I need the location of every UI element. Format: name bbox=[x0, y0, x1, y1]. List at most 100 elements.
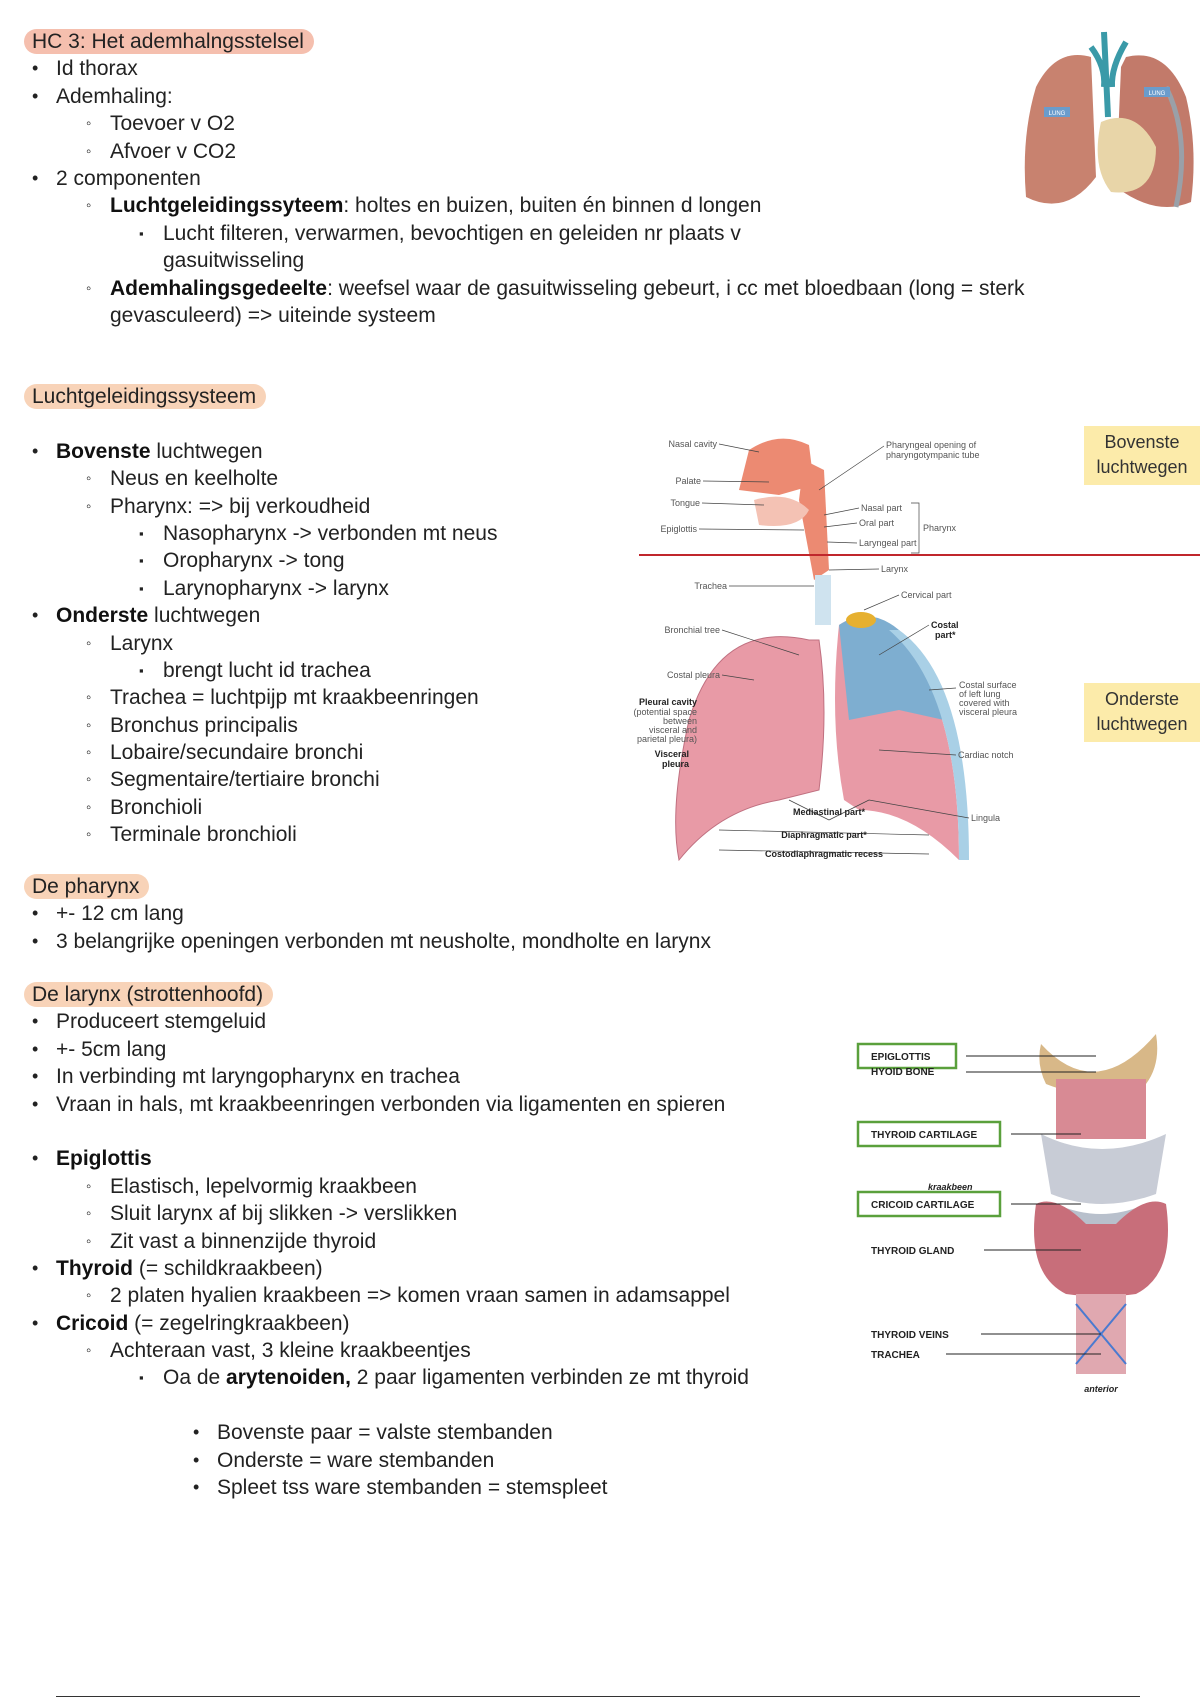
list-item: •Thyroid (= schildkraakbeen) bbox=[32, 1256, 323, 1280]
page-title: HC 3: Het ademhalngsstelsel bbox=[24, 29, 314, 54]
list-item: ▪Lucht filteren, verwarmen, bevochtigen … bbox=[139, 221, 741, 273]
svg-text:Costodiaphragmatic recess: Costodiaphragmatic recess bbox=[765, 849, 883, 859]
larynx-diagram: EPIGLOTTIS HYOID BONE THYROID CARTILAGE … bbox=[856, 1034, 1168, 1394]
svg-text:Visceral: Visceral bbox=[655, 749, 689, 759]
list-item: •Cricoid (= zegelringkraakbeen) bbox=[32, 1311, 350, 1335]
svg-text:pleura: pleura bbox=[662, 759, 690, 769]
label-thyroid-cartilage: THYROID CARTILAGE bbox=[871, 1130, 977, 1141]
list-item: ◦Elastisch, lepelvormig kraakbeen bbox=[86, 1174, 417, 1198]
list-item: ▪Nasopharynx -> verbonden mt neus bbox=[139, 521, 498, 545]
pharynx-section: De pharynx •+- 12 cm lang •3 belangrijke… bbox=[0, 873, 1000, 955]
svg-text:Pharynx: Pharynx bbox=[923, 523, 957, 533]
list-item: •Ademhaling: bbox=[32, 84, 173, 108]
lungs-image: LUNG LUNG bbox=[1016, 27, 1200, 223]
list-item: ▪Oa de arytenoiden, 2 paar ligamenten ve… bbox=[139, 1366, 749, 1390]
svg-text:Costal surface: Costal surface bbox=[959, 680, 1017, 690]
list-item: •Spleet tss ware stembanden = stemspleet bbox=[193, 1476, 608, 1500]
svg-text:Pharyngeal opening of: Pharyngeal opening of bbox=[886, 440, 977, 450]
list-item: ◦Toevoer v O2 bbox=[86, 112, 235, 136]
svg-text:Mediastinal part*: Mediastinal part* bbox=[793, 807, 866, 817]
list-item: •Epiglottis bbox=[32, 1147, 152, 1171]
label-hyoid-bone: HYOID BONE bbox=[871, 1067, 935, 1078]
svg-text:Trachea: Trachea bbox=[694, 581, 727, 591]
list-item: •Onderste luchtwegen bbox=[32, 604, 261, 628]
lower-airways-box: Onderste luchtwegen bbox=[1084, 683, 1200, 742]
larynx-anatomy-illustration bbox=[1034, 1034, 1168, 1374]
list-item: ◦Segmentaire/tertiaire bronchi bbox=[86, 768, 380, 792]
svg-text:parietal pleura): parietal pleura) bbox=[637, 734, 697, 744]
list-item: ◦Pharynx: => bij verkoudheid bbox=[86, 494, 371, 518]
svg-text:Palate: Palate bbox=[675, 476, 701, 486]
list-item: ◦Neus en keelholte bbox=[86, 467, 279, 491]
list-item: ◦Luchtgeleidingssyteem: holtes en buizen… bbox=[86, 194, 762, 218]
upper-airways-box: Bovenste luchtwegen bbox=[1084, 426, 1200, 485]
svg-text:Costal pleura: Costal pleura bbox=[667, 670, 720, 680]
list-item: ▪brengt lucht id trachea bbox=[139, 658, 371, 682]
list-item: ◦Ademhalingsgedeelte: weefsel waar de ga… bbox=[86, 276, 1025, 327]
svg-text:Cardiac notch: Cardiac notch bbox=[958, 750, 1014, 760]
handwritten-note: anterior bbox=[1084, 1384, 1118, 1394]
list-item: •+- 5cm lang bbox=[32, 1037, 167, 1061]
label-cricoid-cartilage: CRICOID CARTILAGE bbox=[871, 1200, 975, 1211]
svg-text:Bronchial tree: Bronchial tree bbox=[664, 625, 720, 635]
svg-text:Costal: Costal bbox=[931, 620, 959, 630]
list-item: ◦Trachea = luchtpijp mt kraakbeenringen bbox=[86, 686, 479, 710]
svg-text:Oral part: Oral part bbox=[859, 518, 895, 528]
airway-diagram: Nasal cavity Palate Tongue Epiglottis Ph… bbox=[633, 438, 1200, 862]
intro-section: HC 3: Het ademhalngsstelsel •Id thorax •… bbox=[0, 28, 1150, 329]
lung-label: LUNG bbox=[1049, 111, 1066, 117]
list-item: •Bovenste paar = valste stembanden bbox=[193, 1421, 553, 1445]
list-item: •In verbinding mt laryngopharynx en trac… bbox=[32, 1065, 460, 1089]
list-item: •Produceert stemgeluid bbox=[32, 1010, 267, 1034]
list-item: ◦2 platen hyalien kraakbeen => komen vra… bbox=[86, 1284, 730, 1308]
list-item: •3 belangrijke openingen verbonden mt ne… bbox=[32, 929, 711, 953]
section-heading: De larynx (strottenhoofd) bbox=[24, 982, 274, 1007]
svg-text:part*: part* bbox=[935, 630, 956, 640]
svg-text:Nasal part: Nasal part bbox=[861, 503, 903, 513]
list-item: ▪Larynopharynx -> larynx bbox=[139, 576, 389, 600]
list-item: ◦Zit vast a binnenzijde thyroid bbox=[86, 1229, 377, 1253]
label-thyroid-veins: THYROID VEINS bbox=[871, 1330, 949, 1341]
lung-label: LUNG bbox=[1149, 91, 1166, 97]
svg-text:visceral and: visceral and bbox=[649, 725, 697, 735]
label-boxes bbox=[856, 1042, 1002, 1218]
larynx-section: De larynx (strottenhoofd) •Produceert st… bbox=[0, 981, 840, 1501]
page-divider bbox=[56, 1696, 1140, 1697]
svg-text:Laryngeal part: Laryngeal part bbox=[859, 538, 917, 548]
label-thyroid-gland: THYROID GLAND bbox=[871, 1246, 954, 1257]
list-item: ◦Sluit larynx af bij slikken -> verslikk… bbox=[86, 1202, 458, 1226]
label-trachea: TRACHEA bbox=[871, 1350, 920, 1361]
svg-text:Tongue: Tongue bbox=[670, 498, 700, 508]
svg-text:Diaphragmatic part*: Diaphragmatic part* bbox=[781, 830, 867, 840]
list-item: •+- 12 cm lang bbox=[32, 902, 184, 926]
list-item: •Id thorax bbox=[32, 57, 138, 81]
svg-text:of left lung: of left lung bbox=[959, 689, 1001, 699]
list-item: ◦Lobaire/secundaire bronchi bbox=[86, 741, 364, 765]
svg-text:Lingula: Lingula bbox=[971, 813, 1000, 823]
airway-anatomy-illustration bbox=[675, 438, 969, 862]
list-item: ▪Oropharynx -> tong bbox=[139, 549, 345, 573]
svg-text:Pleural cavity: Pleural cavity bbox=[639, 697, 697, 707]
svg-text:(potential space: (potential space bbox=[633, 707, 697, 717]
svg-text:pharyngotympanic tube: pharyngotympanic tube bbox=[886, 450, 980, 460]
list-item: •Onderste = ware stembanden bbox=[193, 1448, 495, 1472]
svg-text:Larynx: Larynx bbox=[881, 564, 909, 574]
list-item: •Bovenste luchtwegen bbox=[32, 439, 263, 463]
list-item: •Vraan in hals, mt kraakbeenringen verbo… bbox=[32, 1092, 726, 1116]
section-heading: Luchtgeleidingssysteem bbox=[24, 384, 267, 409]
svg-text:between: between bbox=[663, 716, 697, 726]
svg-text:visceral pleura: visceral pleura bbox=[959, 707, 1017, 717]
svg-text:Nasal cavity: Nasal cavity bbox=[668, 439, 717, 449]
svg-text:Epiglottis: Epiglottis bbox=[660, 524, 697, 534]
svg-text:covered with: covered with bbox=[959, 698, 1010, 708]
handwritten-note: kraakbeen bbox=[928, 1182, 973, 1192]
list-item: •2 componenten bbox=[32, 166, 201, 190]
airway-labels: Nasal cavity Palate Tongue Epiglottis Ph… bbox=[633, 439, 1017, 859]
label-epiglottis: EPIGLOTTIS bbox=[871, 1052, 931, 1063]
svg-text:Cervical part: Cervical part bbox=[901, 590, 952, 600]
list-item: ◦Terminale bronchioli bbox=[86, 823, 297, 847]
list-item: ◦Bronchioli bbox=[86, 795, 203, 819]
list-item: ◦Achteraan vast, 3 kleine kraakbeentjes bbox=[86, 1339, 471, 1363]
luchtgeleiding-section: Luchtgeleidingssysteem •Bovenste luchtwe… bbox=[0, 383, 640, 849]
list-item: ◦Bronchus principalis bbox=[86, 713, 298, 737]
